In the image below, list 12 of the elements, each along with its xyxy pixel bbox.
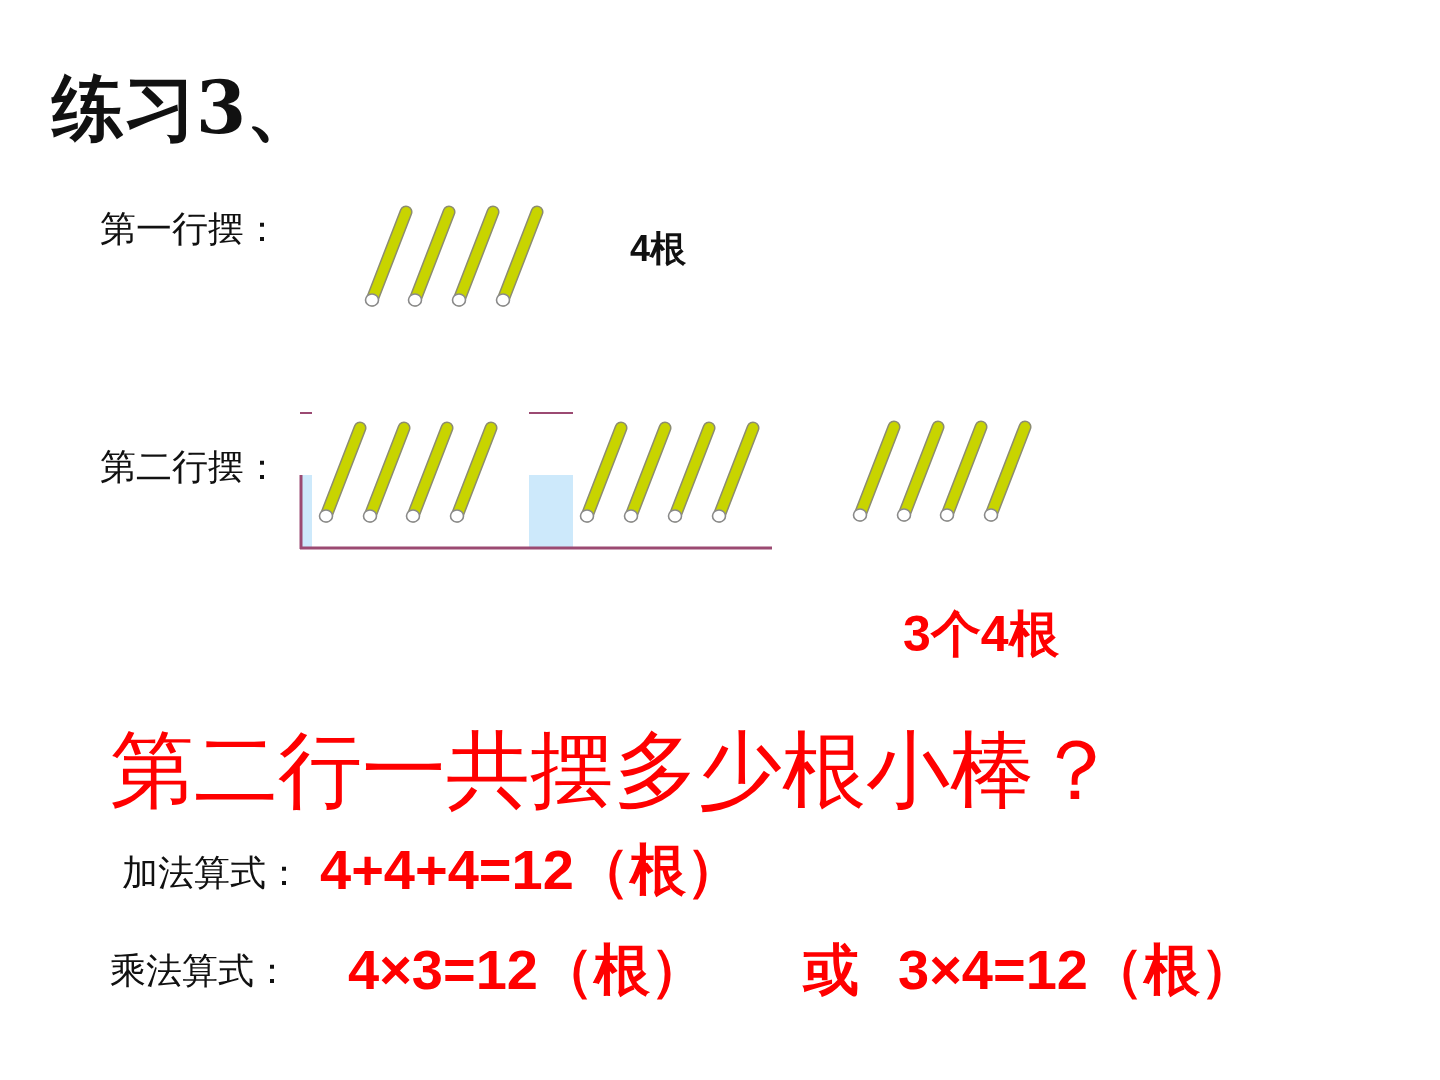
equation-label: 加法算式： <box>122 852 302 894</box>
question-text: 第二行一共摆多少根小棒？ <box>110 722 1118 819</box>
exercise-title: 练习3、 <box>52 68 319 148</box>
quantity-text: 4根 <box>630 228 687 270</box>
quantity-text: 3个4根 <box>903 606 1059 664</box>
equation-text: 4+4+4=12（根） <box>320 838 742 903</box>
row-label: 第一行摆： <box>100 208 280 250</box>
equation-text: 4×3=12（根） <box>348 938 706 1003</box>
equation-label: 乘法算式： <box>110 950 290 992</box>
row-label: 第二行摆： <box>100 446 280 488</box>
equation-text: 3×4=12（根） <box>898 938 1256 1003</box>
conjunction-text: 或 <box>803 938 859 1003</box>
